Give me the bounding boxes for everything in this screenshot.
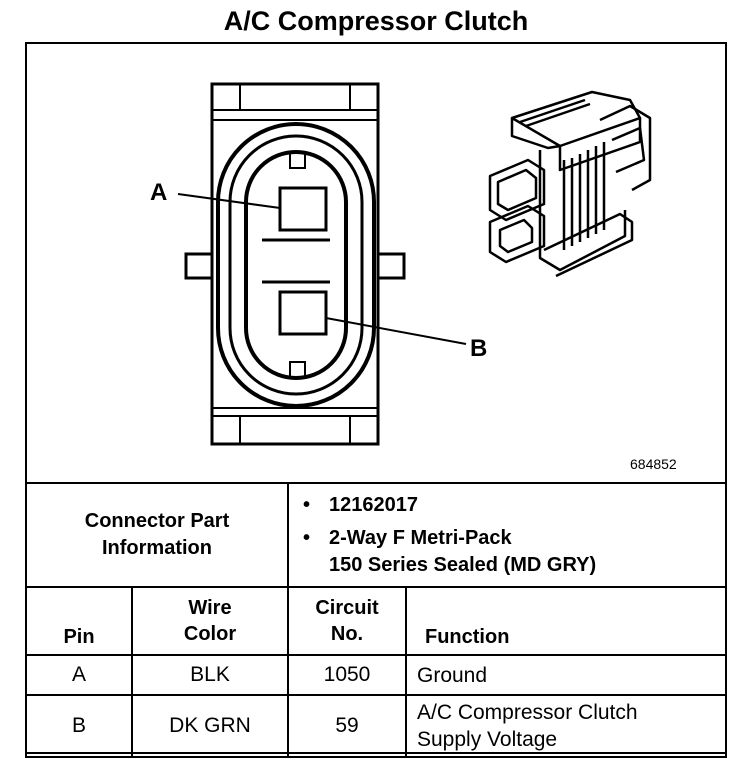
description-line1: 2-Way F Metri-Pack bbox=[329, 526, 512, 549]
header-circuit-line1: Circuit bbox=[315, 597, 379, 619]
callout-lines bbox=[177, 193, 467, 345]
table-header-row: Pin Wire Color Circuit No. Function bbox=[25, 586, 727, 656]
circuit-cell: 1050 bbox=[287, 654, 407, 696]
figure-number: 684852 bbox=[630, 456, 677, 472]
part-number: 12162017 bbox=[329, 493, 418, 516]
header-circuit: Circuit No. bbox=[287, 586, 407, 656]
callout-b-label: B bbox=[470, 335, 487, 362]
header-function: Function bbox=[405, 586, 727, 656]
iso-terminal-lower bbox=[488, 204, 546, 264]
pin-cell: B bbox=[25, 694, 133, 758]
header-wire-color-line2: Color bbox=[183, 623, 237, 645]
connector-info-table: Connector Part Information • 12162017 • … bbox=[25, 482, 727, 758]
circuit-cell: 59 bbox=[287, 694, 407, 758]
wire-color-cell: BLK bbox=[131, 654, 289, 696]
bullet-dot: • bbox=[303, 526, 311, 549]
terminal-b bbox=[278, 290, 328, 336]
header-circuit-line2: No. bbox=[330, 623, 364, 645]
cavity-wall bbox=[244, 150, 348, 380]
connector-housing bbox=[210, 82, 380, 446]
header-pin: Pin bbox=[25, 586, 133, 656]
description-bullet: • 2-Way F Metri-Pack 150 Series Sealed (… bbox=[303, 525, 725, 579]
pin-cell: A bbox=[25, 654, 133, 696]
header-wire-color: Wire Color bbox=[131, 586, 289, 656]
iso-terminal-upper bbox=[488, 158, 546, 222]
outer-seal bbox=[216, 122, 376, 408]
function-line1: Ground bbox=[417, 663, 488, 687]
connector-illustration: A B bbox=[150, 82, 652, 446]
connector-part-label-line2: Information bbox=[102, 537, 212, 559]
right-latch-tab bbox=[376, 252, 406, 280]
header-wire-color-line1: Wire bbox=[188, 597, 232, 619]
connector-face-view bbox=[184, 82, 406, 446]
connector-part-value-cell: • 12162017 • 2-Way F Metri-Pack 150 Seri… bbox=[287, 482, 727, 588]
connector-part-label-line1: Connector Part bbox=[84, 510, 230, 532]
connector-part-label-cell: Connector Part Information bbox=[25, 482, 289, 588]
part-number-bullet: • 12162017 bbox=[303, 492, 725, 519]
bullet-dot: • bbox=[303, 493, 311, 516]
terminal-a bbox=[278, 186, 328, 232]
connector-part-row: Connector Part Information • 12162017 • … bbox=[25, 482, 727, 588]
left-latch-tab bbox=[184, 252, 214, 280]
function-line1: A/C Compressor Clutch bbox=[417, 701, 638, 724]
function-cell: Ground bbox=[405, 654, 727, 696]
wire-color-cell: DK GRN bbox=[131, 694, 289, 758]
callout-a-label: A bbox=[150, 179, 167, 206]
table-row: A BLK 1050 Ground bbox=[25, 654, 727, 696]
function-line2: Supply Voltage bbox=[417, 728, 558, 751]
table-row: B DK GRN 59 A/C Compressor Clutch Supply… bbox=[25, 694, 727, 758]
inner-seal bbox=[228, 134, 364, 396]
description-line2: 150 Series Sealed (MD GRY) bbox=[329, 553, 597, 576]
diagram-title: A/C Compressor Clutch bbox=[223, 6, 529, 36]
function-cell: A/C Compressor Clutch Supply Voltage bbox=[405, 694, 727, 758]
connector-isometric-view bbox=[488, 90, 652, 278]
